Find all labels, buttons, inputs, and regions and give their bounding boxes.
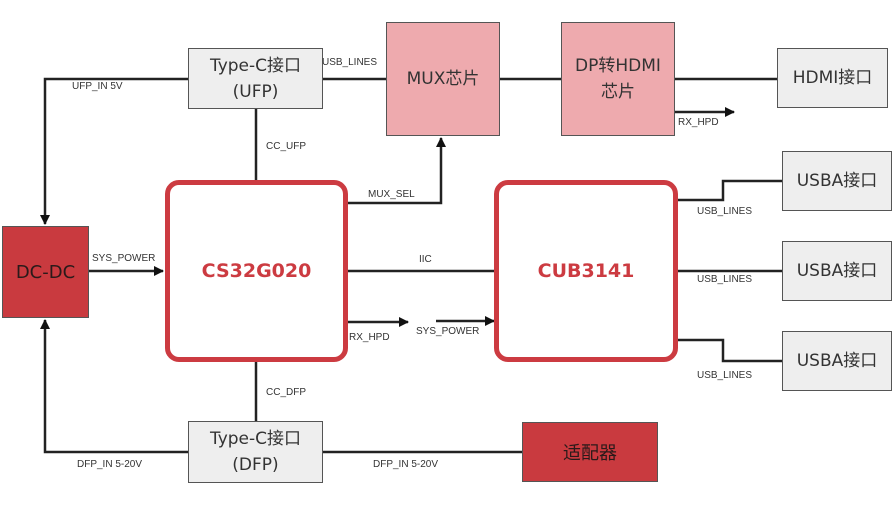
wire-dfp-in [40, 319, 188, 454]
signal-sys-power-cub: SYS_POWER [416, 326, 480, 337]
hdmi-port-block: HDMI接口 [777, 48, 888, 108]
dcdc-label: DC-DC [15, 261, 76, 283]
signal-usb-lines-3: USB_LINES [697, 370, 753, 381]
signal-usb-lines-2: USB_LINES [697, 274, 753, 285]
hdmi-port-label: HDMI接口 [792, 68, 873, 88]
typec-dfp-block: Type-C接口 (DFP) [188, 421, 323, 483]
usba-port-label: USBA接口 [796, 261, 878, 281]
cub3141-chip-block: CUB3141 [494, 180, 678, 362]
adapter-label: 适配器 [563, 443, 617, 464]
signal-mux-sel: MUX_SEL [368, 189, 415, 200]
dp-hdmi-chip-block: DP转HDMI 芯片 [561, 22, 675, 136]
cs32g020-label: CS32G020 [201, 260, 312, 282]
dcdc-block: DC-DC [2, 226, 89, 318]
mux-chip-block: MUX芯片 [386, 22, 500, 136]
signal-cc-dfp: CC_DFP [266, 387, 307, 398]
signal-ufp-in: UFP_IN 5V [72, 81, 123, 92]
usba-port-label: USBA接口 [796, 171, 878, 191]
mux-chip-label: MUX芯片 [406, 69, 480, 89]
usba-port-block-3: USBA接口 [782, 331, 892, 391]
typec-ufp-label: Type-C接口 [209, 55, 302, 76]
dp-hdmi-label: DP转HDMI [575, 56, 661, 76]
dp-hdmi-sublabel: 芯片 [601, 82, 635, 102]
typec-ufp-block: Type-C接口 (UFP) [188, 48, 323, 109]
usba-port-block-2: USBA接口 [782, 241, 892, 301]
wire-usb-lines-1 [678, 179, 782, 202]
signal-dfp-in-left: DFP_IN 5-20V [77, 459, 143, 470]
signal-dfp-in-right: DFP_IN 5-20V [373, 459, 439, 470]
signal-cc-ufp: CC_UFP [266, 141, 307, 152]
usba-port-label: USBA接口 [796, 351, 878, 371]
signal-rx-hpd-cs: RX_HPD [349, 332, 390, 343]
signal-rx-hpd-dp: RX_HPD [678, 117, 719, 128]
signal-sys-power-left: SYS_POWER [92, 253, 156, 264]
usba-port-block-1: USBA接口 [782, 151, 892, 211]
wire-ufp-in [40, 77, 188, 225]
wire-usb-lines-3 [678, 338, 782, 363]
signal-usb-lines-1: USB_LINES [697, 206, 753, 217]
cub3141-label: CUB3141 [537, 260, 635, 282]
typec-dfp-sublabel: (DFP) [232, 455, 279, 475]
typec-dfp-label: Type-C接口 [209, 429, 302, 449]
signal-usb-lines-top: USB_LINES [322, 57, 378, 68]
cs32g020-chip-block: CS32G020 [165, 180, 348, 362]
signal-iic: IIC [419, 254, 432, 265]
adapter-block: 适配器 [522, 422, 658, 482]
wire-mux-sel [348, 137, 446, 205]
typec-ufp-sublabel: (UFP) [232, 81, 279, 102]
